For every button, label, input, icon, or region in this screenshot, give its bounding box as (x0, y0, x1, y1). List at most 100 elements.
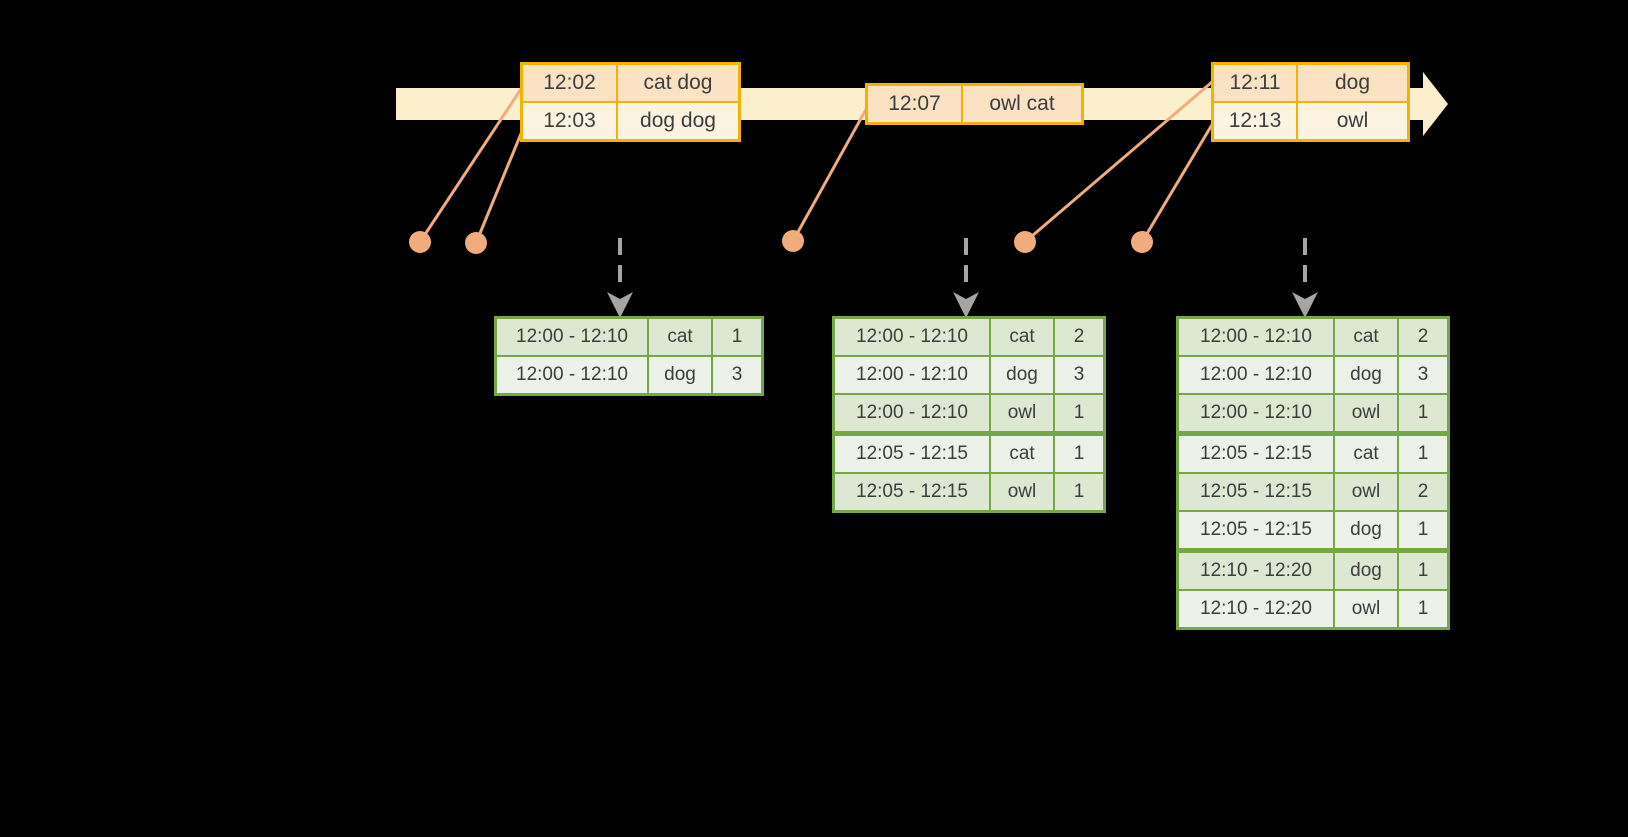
result-word-cell: cat (1333, 316, 1399, 357)
event-connector-line (1024, 80, 1213, 244)
result-count-cell: 1 (1053, 472, 1106, 513)
event-time-cell: 12:02 (520, 62, 618, 103)
result-count-cell: 1 (1053, 431, 1106, 474)
event-connector-line (418, 85, 525, 243)
result-window-cell: 12:10 - 12:20 (1176, 589, 1335, 630)
trigger-arrowhead-icon (953, 292, 979, 318)
event-dot (1014, 231, 1036, 253)
event-dot (1131, 231, 1153, 253)
trigger-arrowhead-icon (607, 292, 633, 318)
result-window-cell: 12:05 - 12:15 (1176, 472, 1335, 512)
trigger-arrow (607, 238, 633, 318)
event-dot (465, 232, 487, 254)
result-count-cell: 3 (1053, 355, 1106, 395)
trigger-arrowhead-icon (1292, 292, 1318, 318)
event-time-cell: 12:07 (865, 83, 963, 125)
result-word-cell: dog (1333, 548, 1399, 591)
event-words-cell: cat dog (616, 62, 741, 103)
result-window-cell: 12:00 - 12:10 (494, 355, 649, 396)
result-window-cell: 12:00 - 12:10 (832, 393, 991, 435)
event-dot (782, 230, 804, 252)
result-word-cell: dog (1333, 510, 1399, 552)
result-count-cell: 2 (1397, 472, 1450, 512)
result-count-cell: 1 (1397, 589, 1450, 630)
event-dots (409, 230, 1153, 254)
trigger-arrow (953, 238, 979, 318)
event-words-cell: dog dog (616, 101, 741, 142)
timeline-arrowhead (1423, 72, 1448, 136)
result-word-cell: owl (989, 472, 1055, 513)
result-count-cell: 2 (1397, 316, 1450, 357)
result-word-cell: owl (1333, 589, 1399, 630)
result-window-cell: 12:00 - 12:10 (494, 316, 649, 357)
result-count-cell: 3 (711, 355, 764, 396)
result-count-cell: 1 (1397, 431, 1450, 474)
result-word-cell: cat (989, 316, 1055, 357)
event-time-cell: 12:03 (520, 101, 618, 142)
result-window-cell: 12:05 - 12:15 (832, 472, 991, 513)
result-count-cell: 3 (1397, 355, 1450, 395)
result-word-cell: cat (989, 431, 1055, 474)
result-window-cell: 12:05 - 12:15 (1176, 510, 1335, 552)
event-words-cell: owl cat (961, 83, 1084, 125)
result-window-cell: 12:00 - 12:10 (1176, 355, 1335, 395)
result-window-cell: 12:00 - 12:10 (832, 316, 991, 357)
result-window-cell: 12:00 - 12:10 (1176, 393, 1335, 435)
result-window-cell: 12:10 - 12:20 (1176, 548, 1335, 591)
result-count-cell: 1 (1397, 393, 1450, 435)
result-window-cell: 12:05 - 12:15 (1176, 431, 1335, 474)
result-count-cell: 1 (1397, 510, 1450, 552)
event-connector-line (791, 103, 871, 242)
result-count-cell: 1 (1053, 393, 1106, 435)
result-window-cell: 12:00 - 12:10 (832, 355, 991, 395)
result-window-cell: 12:00 - 12:10 (1176, 316, 1335, 357)
result-word-cell: owl (1333, 393, 1399, 435)
event-connector-line (1140, 122, 1215, 243)
result-window-cell: 12:05 - 12:15 (832, 431, 991, 474)
event-words-cell: dog (1296, 62, 1410, 103)
event-words-cell: owl (1296, 101, 1410, 142)
event-time-cell: 12:11 (1211, 62, 1298, 103)
event-connector-line (474, 123, 527, 244)
result-word-cell: dog (647, 355, 713, 396)
result-count-cell: 1 (711, 316, 764, 357)
result-count-cell: 1 (1397, 548, 1450, 591)
result-word-cell: cat (647, 316, 713, 357)
result-count-cell: 2 (1053, 316, 1106, 357)
result-word-cell: dog (989, 355, 1055, 395)
trigger-arrow (1292, 238, 1318, 318)
event-time-cell: 12:13 (1211, 101, 1298, 142)
result-word-cell: dog (1333, 355, 1399, 395)
result-word-cell: owl (989, 393, 1055, 435)
event-dot (409, 231, 431, 253)
event-connectors (418, 80, 1215, 244)
result-word-cell: cat (1333, 431, 1399, 474)
result-word-cell: owl (1333, 472, 1399, 512)
